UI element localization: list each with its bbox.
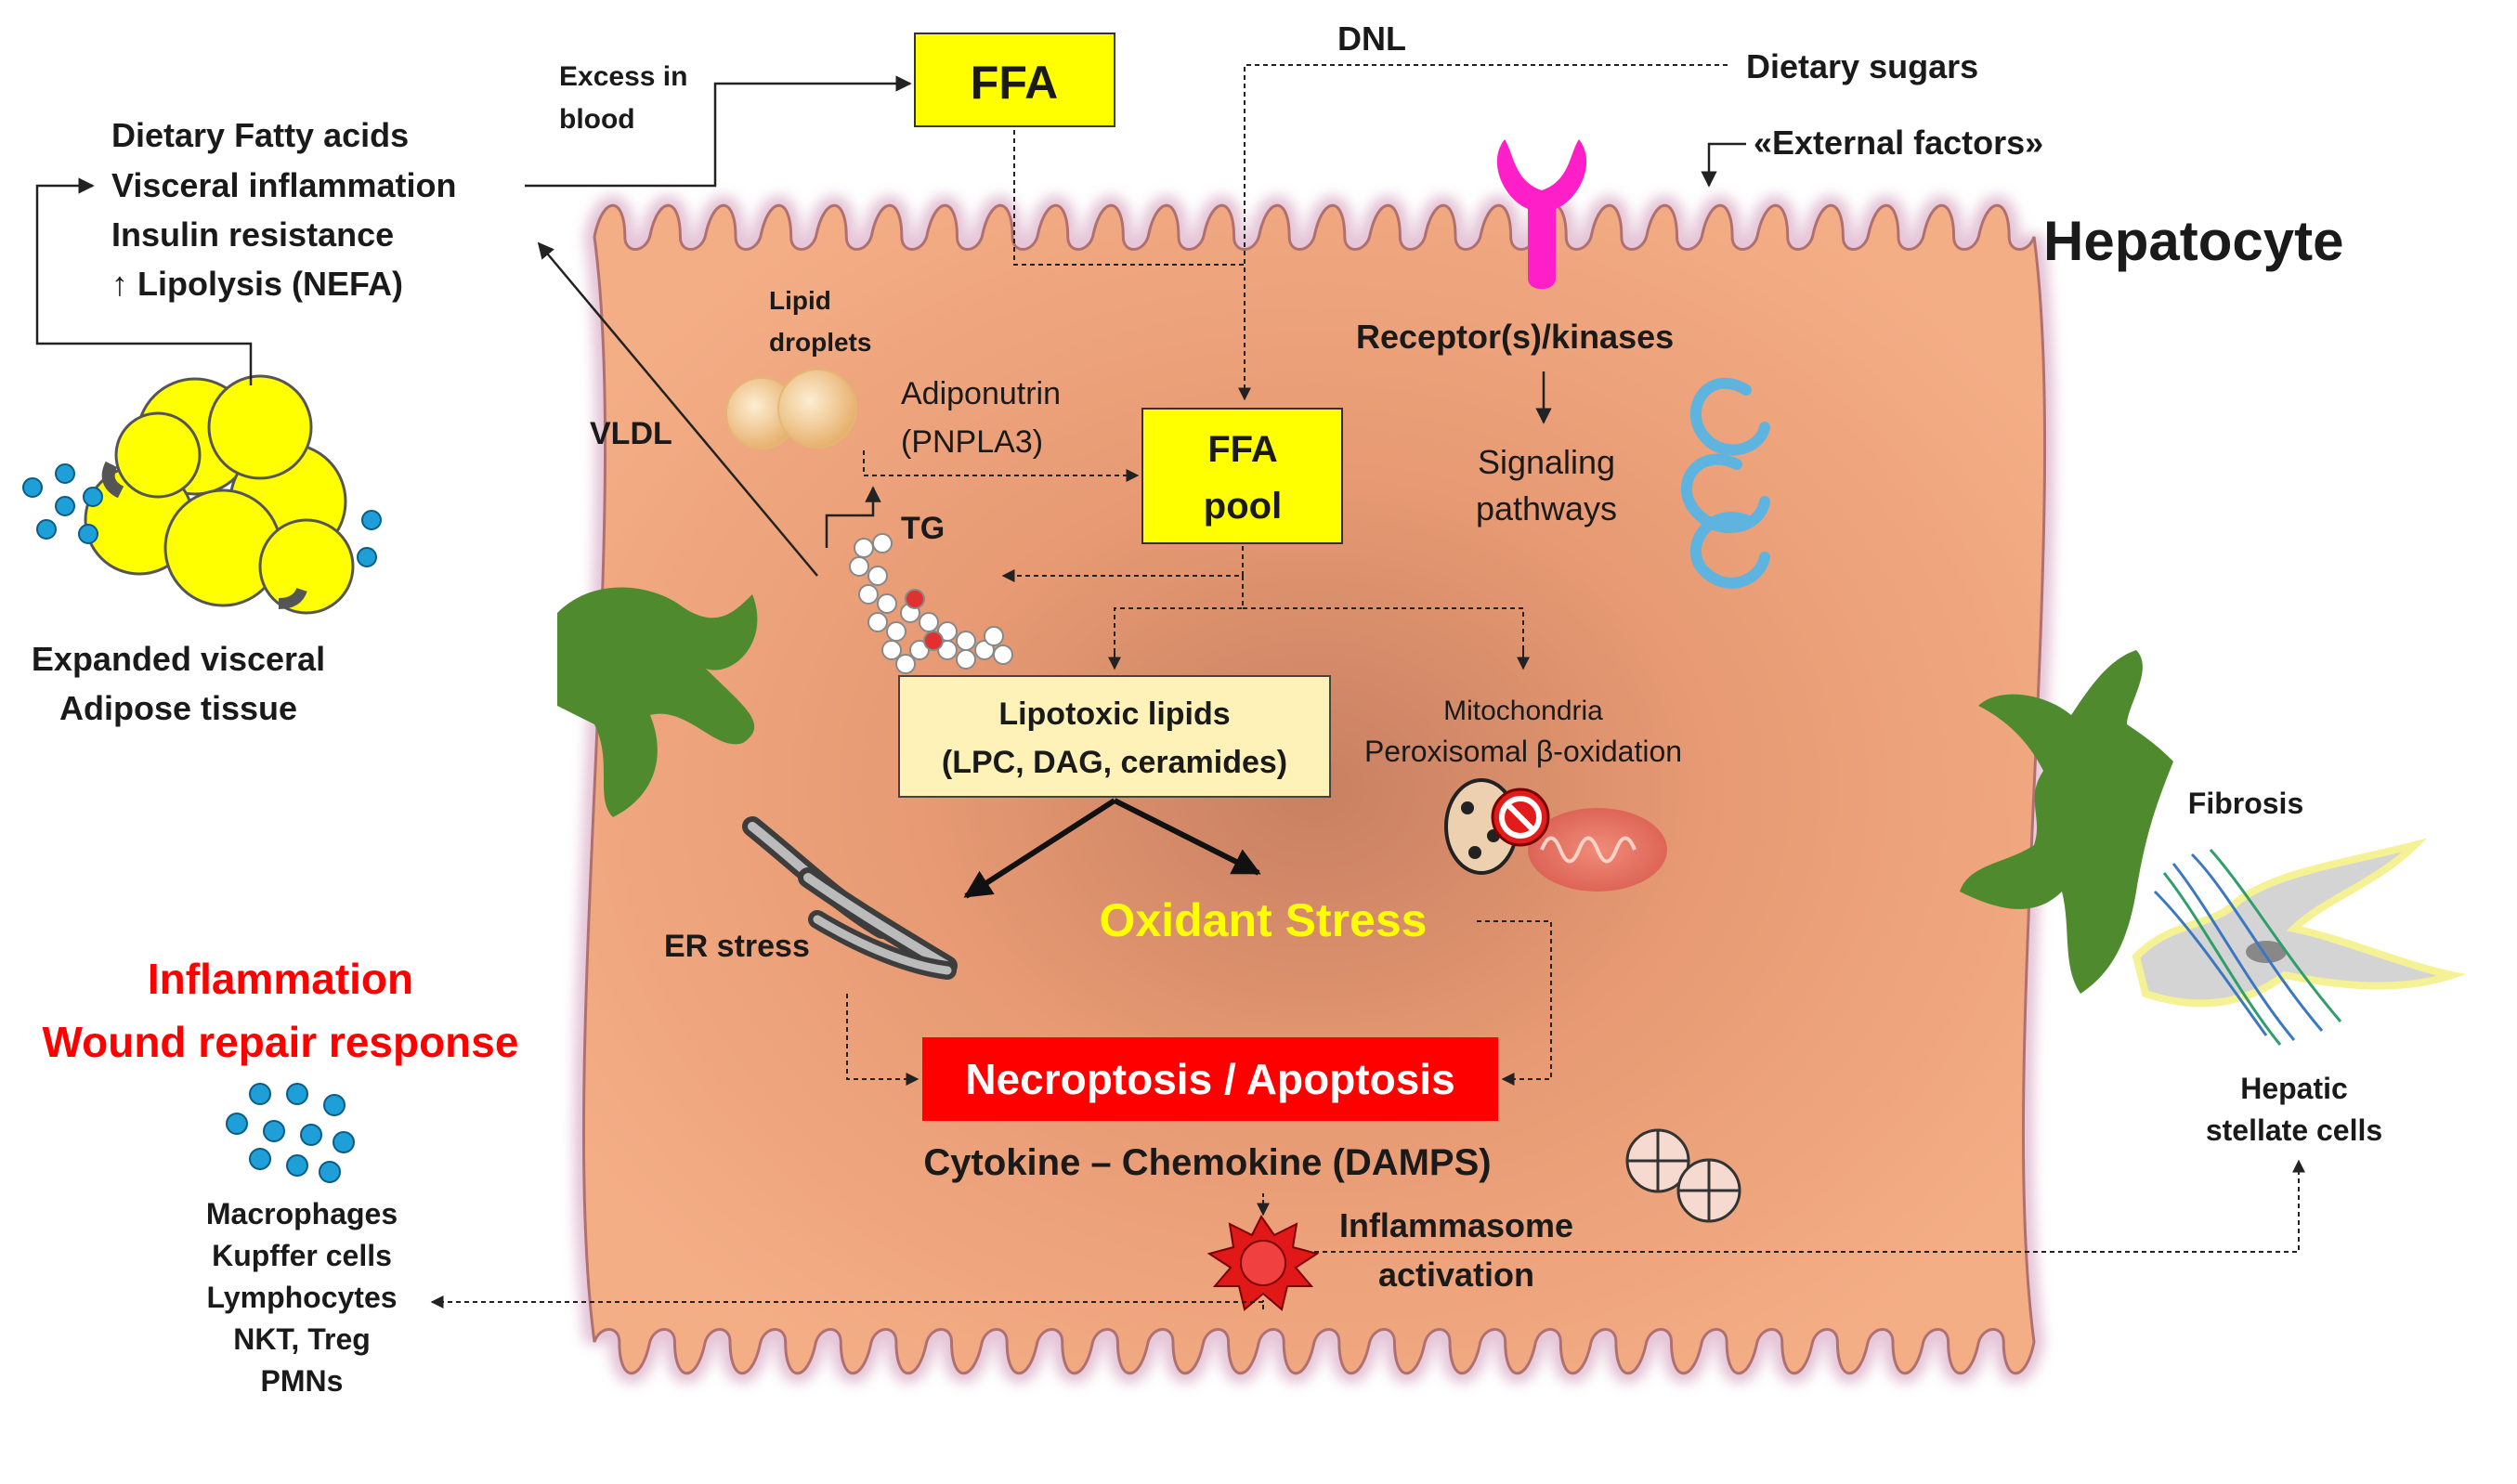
receptor-icon [1496, 139, 1587, 290]
droplet-to-tg-arrow [825, 486, 881, 548]
external-factors-arrow [1701, 142, 1746, 188]
vldl-export-arrow [537, 241, 818, 577]
inflammasome-label-line1: Inflammasome [1339, 1206, 1573, 1244]
hepatic-stellate-label-line1: Hepatic [2240, 1072, 2348, 1105]
lipotoxic-to-er-arrow [963, 798, 1116, 899]
er-stress-label: ER stress [664, 929, 810, 964]
adiponutrin-label-line2: (PNPLA3) [901, 424, 1043, 460]
immune-cell-dots-adipose [22, 463, 382, 567]
ffa-pool-label-line2: pool [1204, 486, 1282, 527]
immune-cell-dots [226, 1083, 355, 1183]
kupffer-cell-left [557, 587, 758, 817]
excess-blood-label-line2: blood [559, 104, 635, 135]
ffa-to-pool-arrow [1013, 130, 1251, 401]
tg-label: TG [901, 511, 945, 546]
inhibition-icon [1491, 788, 1550, 847]
lipotoxic-label-line2: (LPC, DAG, ceramides) [942, 745, 1287, 780]
triglyceride-molecule-icon [849, 533, 1013, 674]
necroptosis-apoptosis-label: Necroptosis / Apoptosis [965, 1055, 1454, 1103]
lipid-droplets-label-line2: droplets [769, 328, 871, 357]
pool-split-arrows [1114, 576, 1524, 667]
list-to-ffa-arrow [525, 75, 912, 188]
oxidant-to-necroptosis-arrow [1477, 920, 1552, 1086]
er-to-necroptosis-arrow [846, 994, 919, 1086]
inflammasome-label-line2: activation [1378, 1256, 1534, 1294]
mitochondria-label: Mitochondria [1443, 696, 1603, 726]
inflammasome-to-stellate-arrow [1314, 1159, 2305, 1253]
dietary-list-item: Dietary Fatty acids [111, 116, 409, 154]
ffa-pool-box [1141, 408, 1343, 544]
wound-repair-label: Wound repair response [43, 1018, 519, 1066]
immune-cell-label: Kupffer cells [212, 1239, 392, 1272]
sugars-to-dnl-line [1244, 64, 1728, 265]
external-factors-label: «External factors» [1754, 124, 2043, 162]
fibrosis-label: Fibrosis [2188, 787, 2303, 820]
vldl-label: VLDL [590, 416, 672, 451]
receptor-kinases-label: Receptor(s)/kinases [1356, 318, 1674, 356]
signaling-label-line2: pathways [1476, 489, 1617, 527]
ffa-box [914, 33, 1115, 127]
inflammasome-icon [1206, 1215, 1320, 1311]
lipotoxic-to-oxidant-arrow [1113, 798, 1261, 876]
lipotoxic-lipids-box [898, 675, 1331, 798]
dnl-label: DNL [1337, 20, 1406, 58]
dietary-list-item: Visceral inflammation [111, 166, 456, 204]
immune-cell-label: NKT, Treg [233, 1322, 371, 1356]
cytokine-chemokine-label: Cytokine – Chemokine (DAMPS) [923, 1142, 1491, 1183]
endoplasmic-reticulum-icon [742, 816, 958, 980]
inflammasome-to-immune-arrow [432, 1300, 1264, 1309]
lipid-droplets-label-line1: Lipid [769, 286, 831, 315]
signaling-spiral-icon [1680, 377, 1770, 589]
adipose-tissue-illustration [84, 374, 355, 615]
oxidant-stress-label: Oxidant Stress [1100, 894, 1428, 946]
peroxisomal-oxidation-label: Peroxisomal β-oxidation [1364, 735, 1682, 768]
adipose-label-line1: Expanded visceral [32, 640, 325, 678]
lipid-droplets-icon [725, 369, 857, 449]
immune-cell-label: Macrophages [206, 1197, 398, 1230]
adiponutrin-label-line1: Adiponutrin [901, 376, 1061, 411]
immune-cell-label: Lymphocytes [206, 1281, 397, 1314]
stellate-cells-icon [2132, 838, 2467, 1046]
dietary-list-item: Insulin resistance [111, 215, 394, 254]
necroptosis-apoptosis-box [922, 1037, 1498, 1121]
adipose-to-list-arrow [35, 177, 253, 385]
ffa-label: FFA [971, 57, 1058, 109]
lipotoxic-label-line1: Lipotoxic lipids [998, 696, 1230, 732]
kupffer-cell-right [1960, 650, 2173, 994]
ffa-pool-label-line1: FFA [1207, 429, 1278, 470]
immune-cell-label: PMNs [261, 1364, 344, 1398]
droplet-to-pool-arrow [863, 450, 1140, 482]
excess-blood-label-line1: Excess in [559, 61, 687, 92]
dietary-list-item: ↑ Lipolysis (NEFA) [111, 265, 403, 303]
adipose-label-line2: Adipose tissue [59, 689, 297, 727]
peroxisome-icon [1625, 1128, 1741, 1223]
hepatocyte-label: Hepatocyte [2043, 210, 2343, 272]
dietary-sugars-label: Dietary sugars [1746, 47, 1978, 85]
inflammation-label: Inflammation [148, 955, 413, 1003]
signaling-label-line1: Signaling [1478, 443, 1615, 481]
hepatic-stellate-label-line2: stellate cells [2206, 1113, 2382, 1147]
